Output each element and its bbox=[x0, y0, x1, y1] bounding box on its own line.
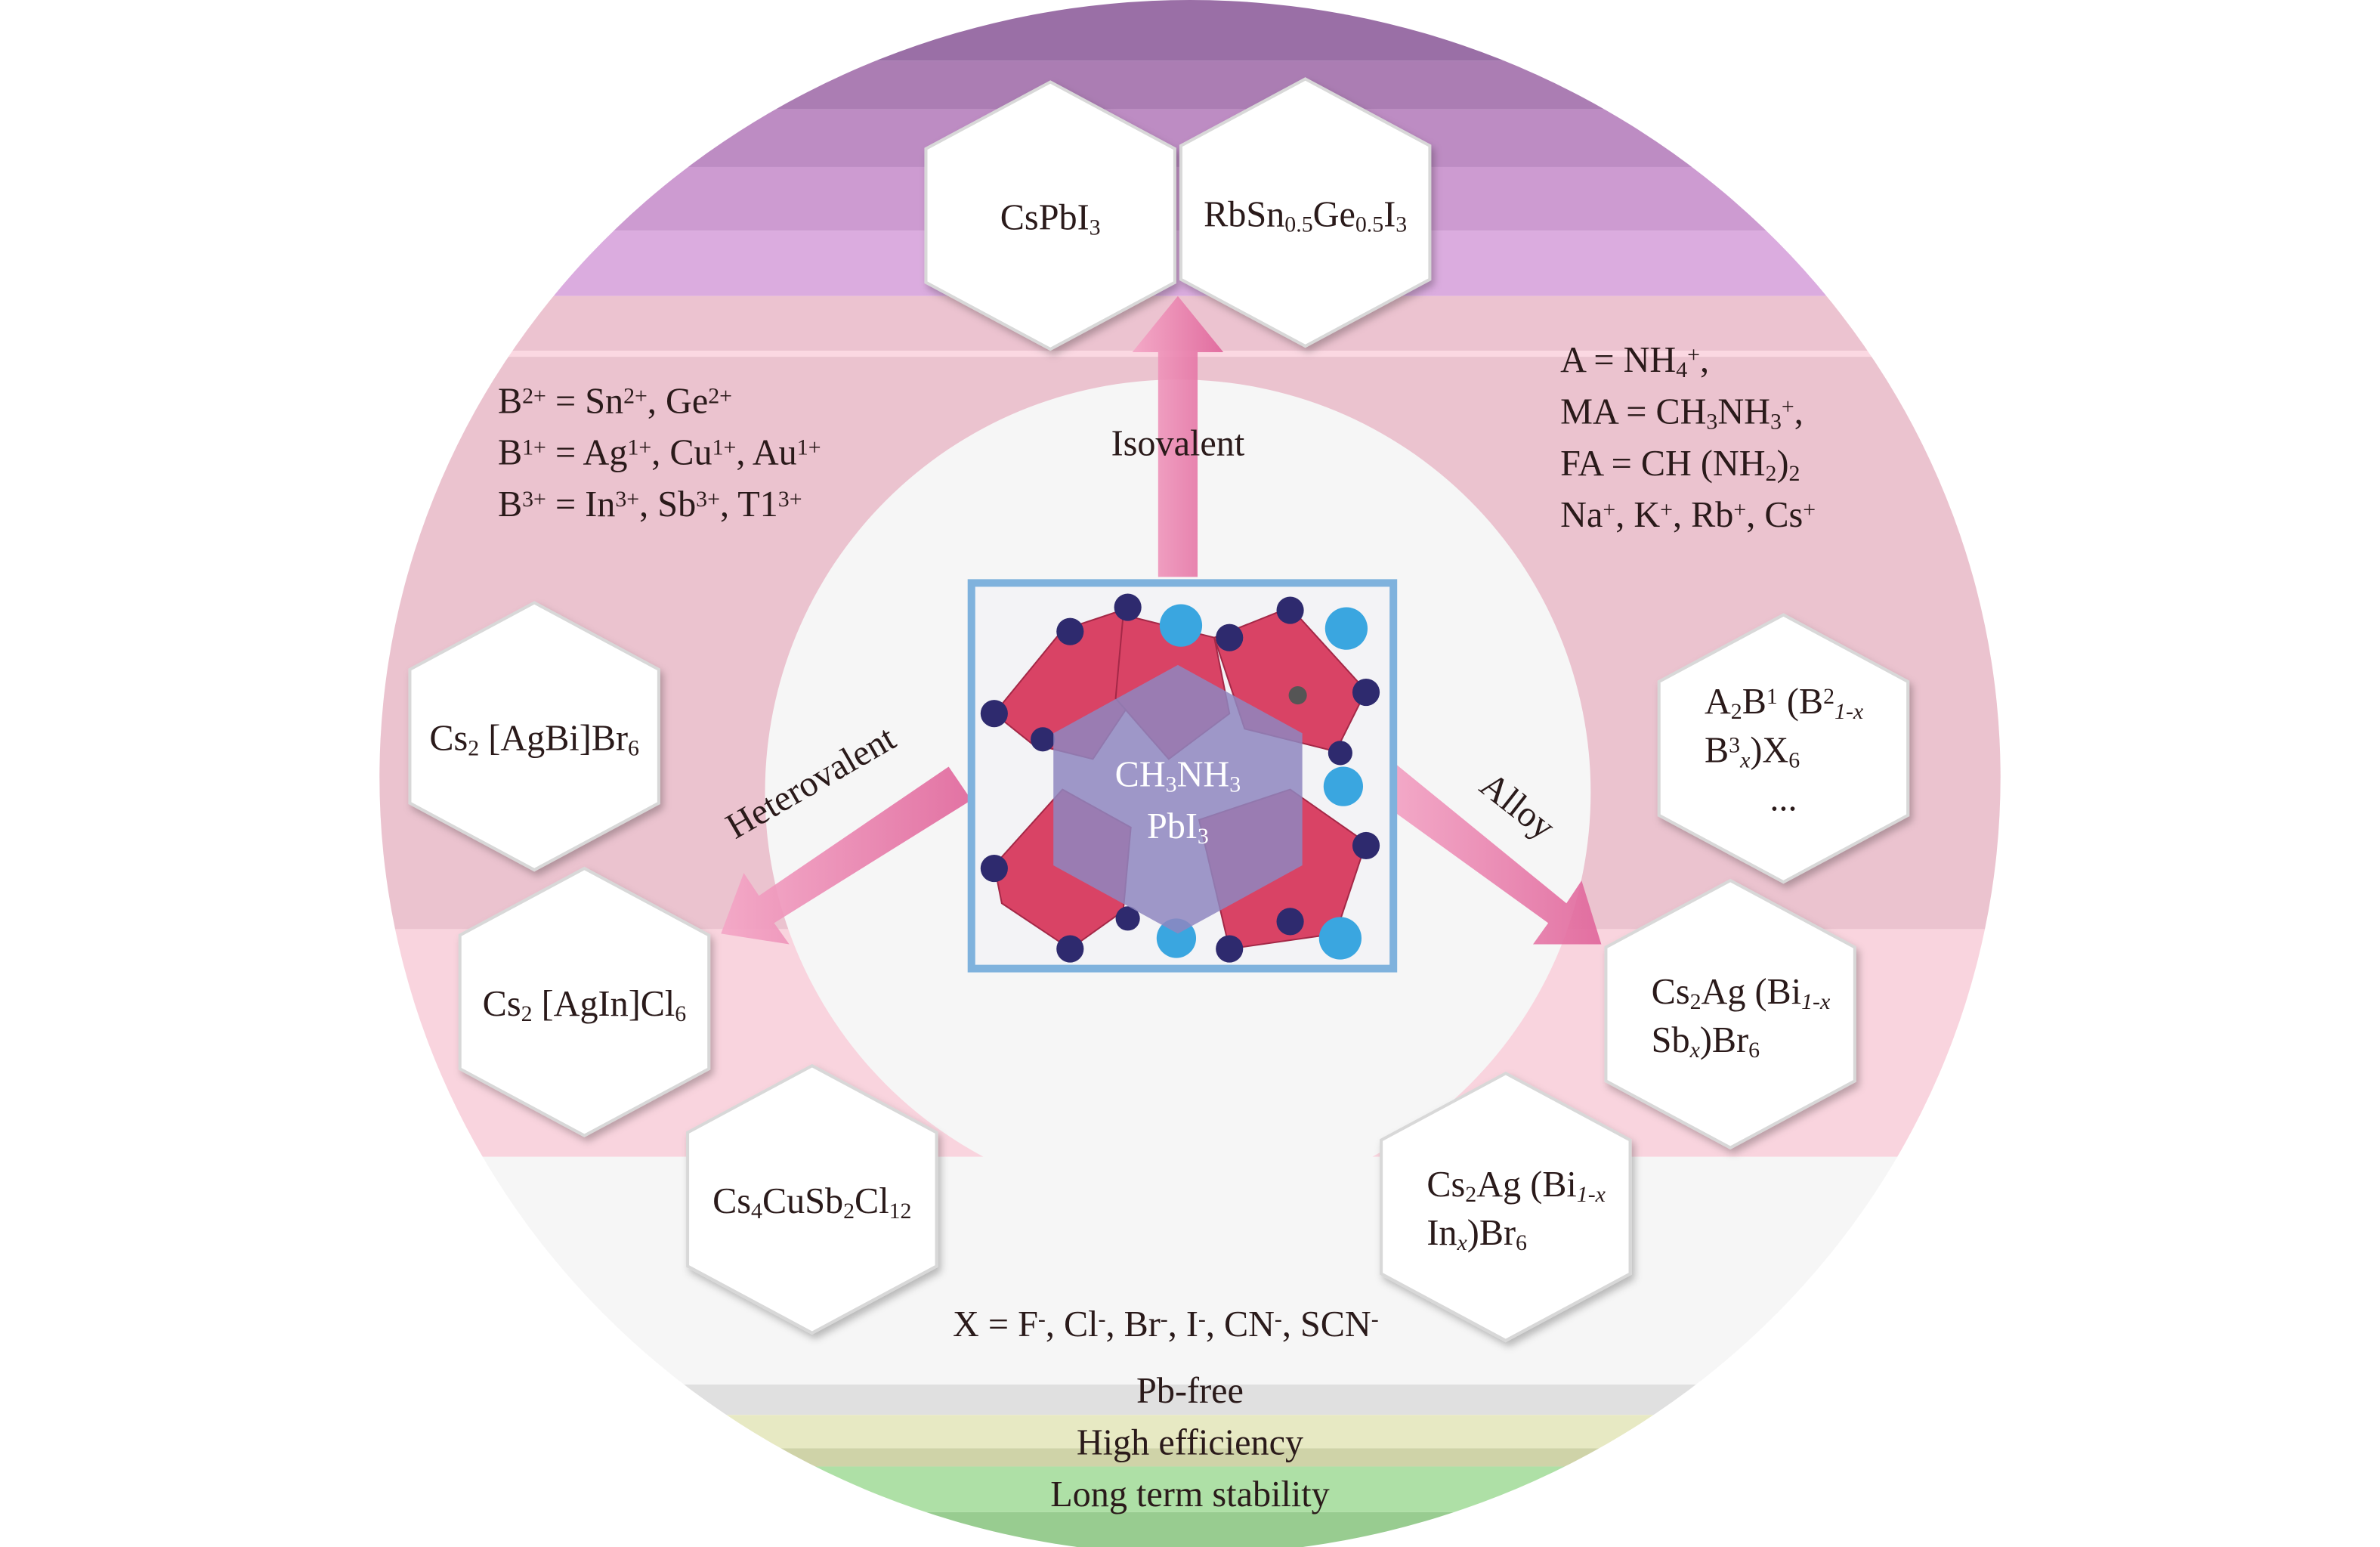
x-site-list: X = F-, Cl-, Br-, I-, CN-, SCN- bbox=[953, 1304, 1379, 1344]
goal-line: High efficiency bbox=[1077, 1422, 1303, 1462]
center-hexagon bbox=[1053, 664, 1303, 934]
hexagon-label: Cs2 [AgIn]Cl6 bbox=[483, 984, 687, 1026]
b-site-line: B2+ = Sn2+, Ge2+ bbox=[498, 381, 732, 421]
b-site-line: B3+ = In3+, Sb3+, T13+ bbox=[498, 484, 802, 524]
hexagon-label: Cs4CuSb2Cl12 bbox=[712, 1181, 911, 1224]
isovalent-label: Isovalent bbox=[1111, 424, 1245, 464]
hexagon-label: Sbx)Br6 bbox=[1652, 1020, 1760, 1063]
b-site-line: B1+ = Ag1+, Cu1+, Au1+ bbox=[498, 433, 821, 473]
heterovalent-arrow bbox=[721, 766, 972, 945]
hexagon-label: A2B1 (B21-x bbox=[1705, 682, 1864, 724]
hexagon-general-alloy: A2B1 (B21-xB3x)X6... bbox=[1657, 613, 1910, 884]
hexagon-cs2agbibr6: Cs2 [AgBi]Br6 bbox=[408, 601, 660, 872]
a-site-line: Na+, K+, Rb+, Cs+ bbox=[1560, 495, 1816, 535]
goal-line: Pb-free bbox=[1136, 1371, 1244, 1411]
hexagon-rbsnge: RbSn0.5Ge0.5I3 bbox=[1179, 77, 1432, 348]
goal-line: Long term stability bbox=[1050, 1474, 1330, 1515]
hexagon-label: Cs2Ag (Bi1-x bbox=[1426, 1165, 1606, 1207]
hexagon-label: B3x)X6 bbox=[1705, 730, 1800, 772]
b-site-list: B2+ = Sn2+, Ge2+ B1+ = Ag1+, Cu1+, Au1+ B3… bbox=[498, 381, 821, 524]
hexagon-label: Cs2 [AgBi]Br6 bbox=[429, 718, 639, 760]
isovalent-arrow bbox=[1132, 295, 1224, 577]
hexagon-label: Cs2Ag (Bi1-x bbox=[1652, 972, 1831, 1014]
hexagon-label: ... bbox=[1770, 779, 1797, 819]
a-site-line: FA = CH (NH2)2 bbox=[1560, 444, 1800, 486]
hexagon-cspbi3: CsPbI3 bbox=[924, 80, 1176, 351]
hexagon-label: Inx)Br6 bbox=[1426, 1213, 1527, 1255]
hexagon-label: CsPbI3 bbox=[1000, 197, 1101, 240]
hexagon-cs2agincl6: Cs2 [AgIn]Cl6 bbox=[458, 866, 711, 1137]
hexagon-cs4cusb2cl12: Cs4CuSb2Cl12 bbox=[686, 1063, 938, 1335]
hexagon-label: RbSn0.5Ge0.5I3 bbox=[1204, 194, 1407, 237]
alloy-arrow bbox=[1374, 762, 1602, 945]
a-site-line: A = NH4+, bbox=[1560, 340, 1709, 382]
a-site-list: A = NH4+, MA = CH3NH3+, FA = CH (NH2)2Na+,… bbox=[1560, 340, 1816, 535]
a-site-line: MA = CH3NH3+, bbox=[1560, 391, 1804, 434]
